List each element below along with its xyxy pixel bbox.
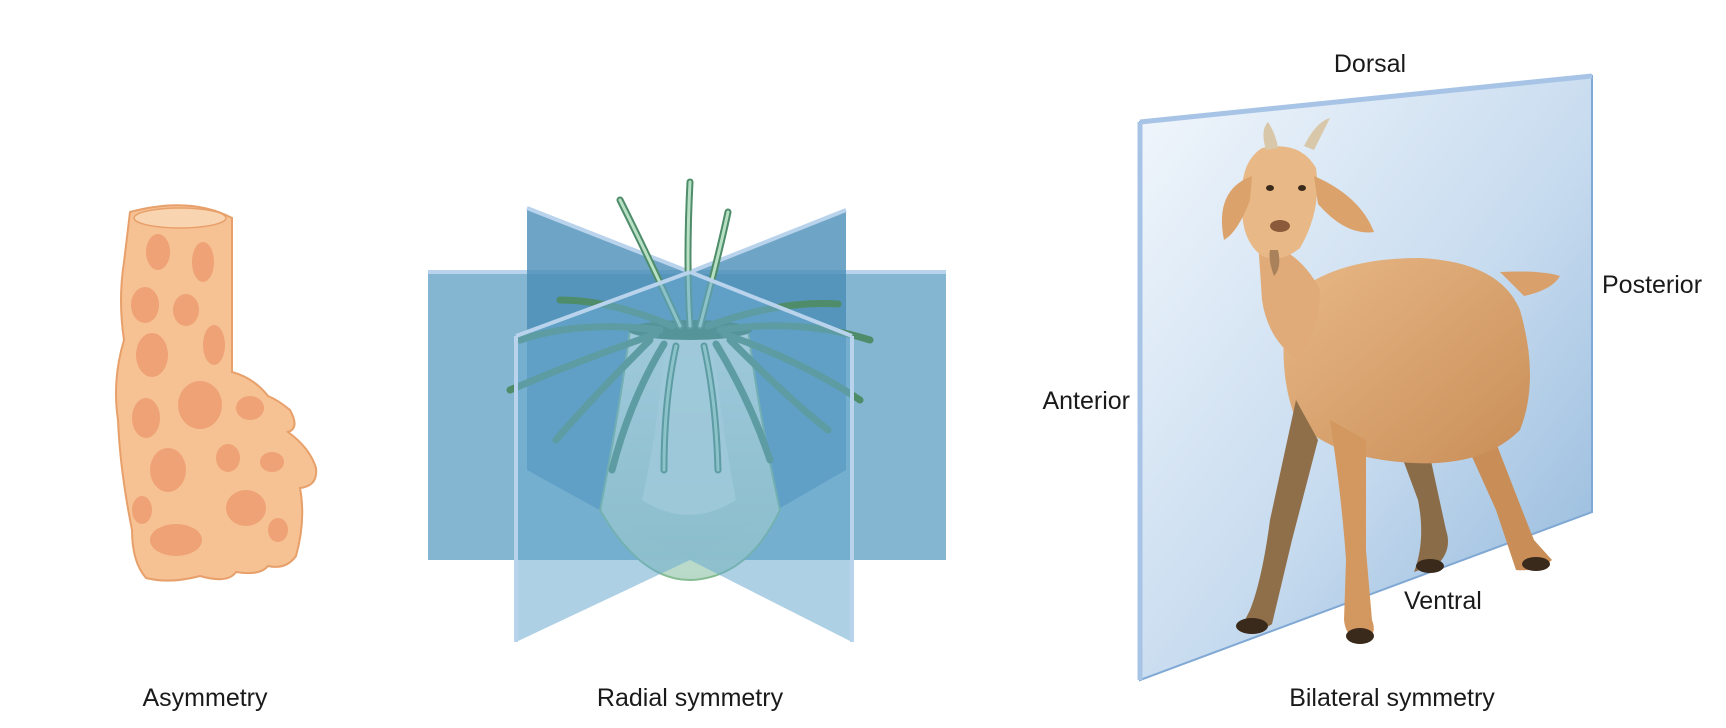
dorsal-label: Dorsal: [1334, 50, 1406, 78]
radial-symmetry-caption: Radial symmetry: [597, 684, 784, 712]
sponge-icon: [115, 204, 318, 582]
ventral-label: Ventral: [1404, 587, 1482, 615]
asymmetry-caption: Asymmetry: [143, 684, 269, 712]
radial-symmetry-figure: [428, 178, 946, 642]
bilateral-symmetry-figure: [1137, 73, 1593, 682]
goat-icon: [1221, 118, 1560, 644]
anterior-label: Anterior: [1042, 387, 1130, 415]
posterior-label: Posterior: [1602, 271, 1702, 299]
bilateral-symmetry-caption: Bilateral symmetry: [1289, 684, 1495, 712]
radial-plane-diagonal-b: [516, 272, 690, 642]
